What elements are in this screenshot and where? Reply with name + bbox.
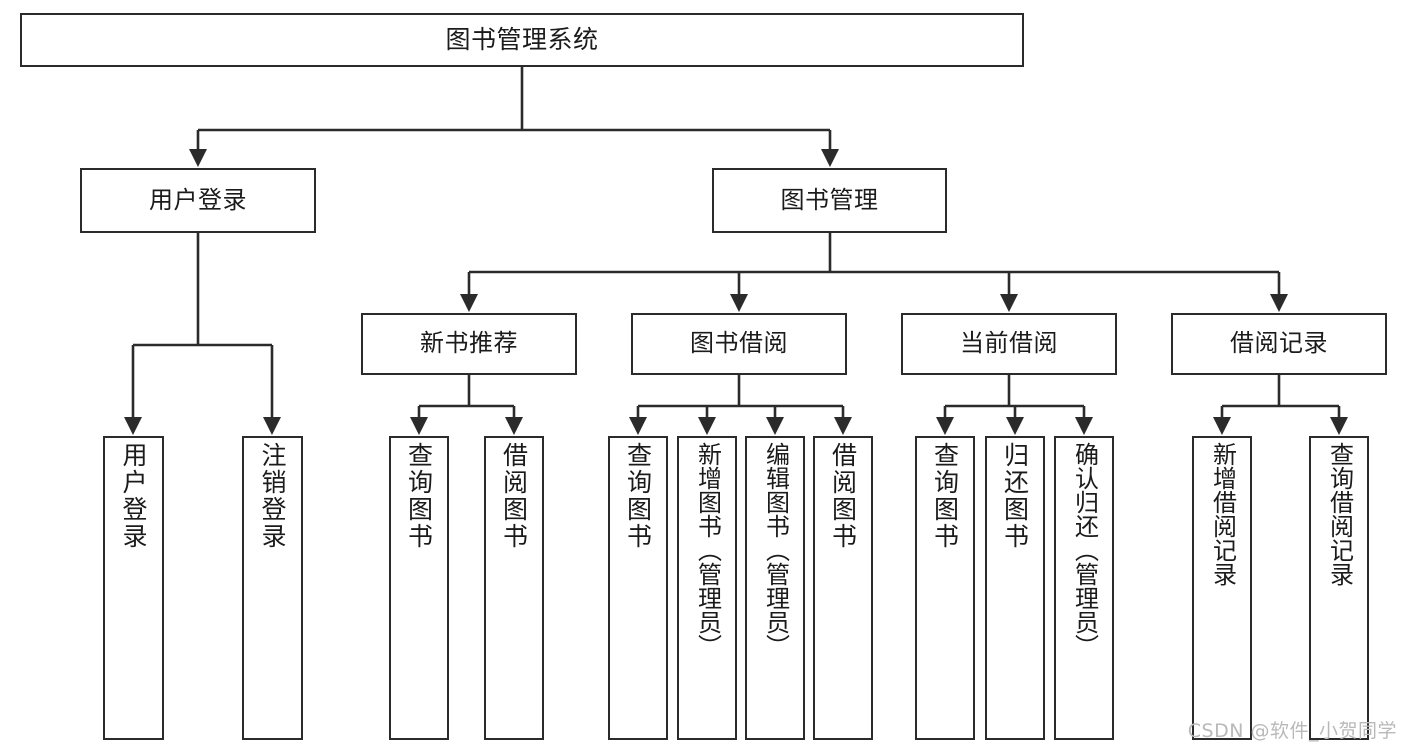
node-current-borrowing[interactable]: 当前借阅 bbox=[901, 313, 1117, 375]
leaf-borrow-add-book-admin[interactable]: 新增图书（管理员） bbox=[677, 436, 737, 740]
node-label: 图书管理系统 bbox=[445, 24, 599, 54]
leaf-record-add-borrow-record[interactable]: 新增借阅记录 bbox=[1192, 436, 1252, 740]
node-user-login[interactable]: 用户登录 bbox=[80, 168, 316, 233]
leaf-user-login-login[interactable]: 用户登录 bbox=[103, 436, 164, 740]
node-label: 查询借阅记录 bbox=[1325, 442, 1354, 586]
node-label: 注销登录 bbox=[258, 442, 287, 550]
leaf-borrow-borrow-books[interactable]: 借阅图书 bbox=[813, 436, 873, 740]
node-label: 借阅图书 bbox=[499, 442, 529, 550]
node-borrowing-records[interactable]: 借阅记录 bbox=[1171, 313, 1387, 375]
node-root-book-management-system[interactable]: 图书管理系统 bbox=[20, 13, 1024, 67]
node-label: 新增借阅记录 bbox=[1208, 442, 1237, 586]
leaf-new-book-query-books[interactable]: 查询图书 bbox=[389, 436, 449, 740]
node-label: 查询图书 bbox=[930, 442, 960, 550]
node-label: 图书借阅 bbox=[690, 329, 788, 358]
node-label: 查询图书 bbox=[623, 442, 653, 550]
leaf-new-book-borrow-books[interactable]: 借阅图书 bbox=[484, 436, 544, 740]
node-label: 新书推荐 bbox=[420, 329, 518, 358]
node-book-management[interactable]: 图书管理 bbox=[712, 168, 947, 233]
node-label: 确认归还（管理员） bbox=[1070, 442, 1099, 658]
leaf-current-query-books[interactable]: 查询图书 bbox=[915, 436, 975, 740]
node-label: 查询图书 bbox=[404, 442, 434, 550]
leaf-current-return-books[interactable]: 归还图书 bbox=[985, 436, 1045, 740]
leaf-current-confirm-return-admin[interactable]: 确认归还（管理员） bbox=[1054, 436, 1114, 740]
node-label: 当前借阅 bbox=[960, 329, 1058, 358]
csdn-watermark: CSDN @软件_小贺同学 bbox=[1187, 720, 1397, 742]
node-label: 编辑图书（管理员） bbox=[761, 442, 790, 658]
node-new-book-recommendation[interactable]: 新书推荐 bbox=[361, 313, 577, 375]
leaf-user-login-logout[interactable]: 注销登录 bbox=[242, 436, 303, 740]
leaf-record-query-borrow-record[interactable]: 查询借阅记录 bbox=[1309, 436, 1369, 740]
node-label: 用户登录 bbox=[149, 185, 247, 214]
node-book-borrowing[interactable]: 图书借阅 bbox=[631, 313, 847, 375]
node-label: 新增图书（管理员） bbox=[693, 442, 722, 658]
node-label: 用户登录 bbox=[119, 442, 148, 550]
leaf-borrow-query-books[interactable]: 查询图书 bbox=[608, 436, 668, 740]
node-label: 借阅记录 bbox=[1230, 329, 1328, 358]
node-label: 图书管理 bbox=[780, 185, 879, 214]
node-label: 归还图书 bbox=[1000, 442, 1030, 550]
leaf-borrow-edit-book-admin[interactable]: 编辑图书（管理员） bbox=[745, 436, 805, 740]
node-label: 借阅图书 bbox=[828, 442, 858, 550]
